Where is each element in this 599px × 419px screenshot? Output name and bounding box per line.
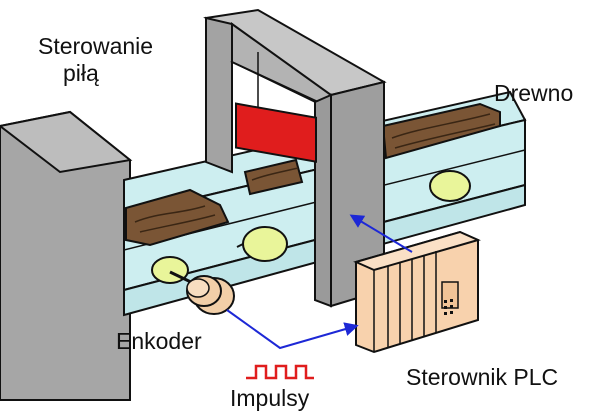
machine-block [0,110,133,401]
saw-control-label: Sterowanie piłą [38,33,153,87]
wood-planks [125,102,501,247]
signal-arrow [226,214,413,350]
saw-control-label-line1: Sterowanie [38,33,154,59]
rollers [151,170,471,284]
plc-label: Sterownik PLC [406,364,559,390]
encoder [169,270,235,315]
saw-blade [235,102,317,163]
encoder-label: Enkoder [116,328,202,354]
saw-frame [203,8,387,308]
plc-unit [353,230,481,354]
wood-label: Drewno [494,80,574,106]
pulses-label: Impulsy [230,385,310,411]
saw-control-label-line2: piłą [63,60,99,86]
pulse-waveform [246,364,314,380]
